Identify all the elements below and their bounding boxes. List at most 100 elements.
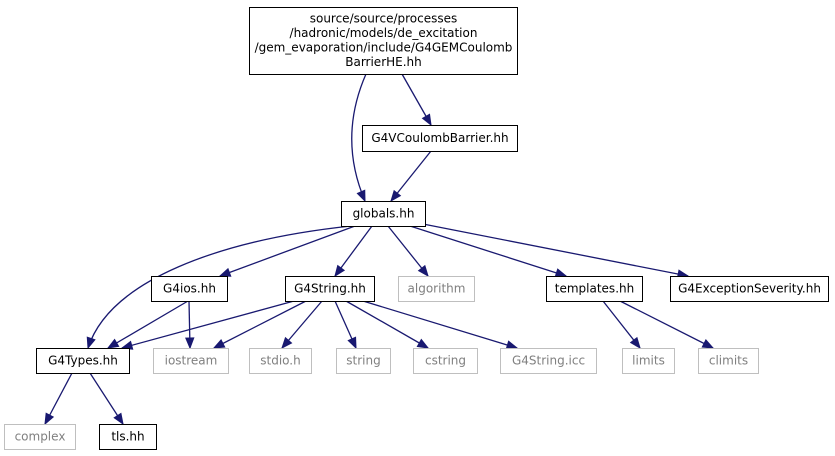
node-label: stdio.h bbox=[260, 353, 300, 367]
edge-line bbox=[422, 223, 689, 277]
node-label: cstring bbox=[425, 353, 466, 367]
node-box bbox=[336, 348, 391, 374]
node-box bbox=[4, 424, 76, 450]
node-box bbox=[398, 276, 475, 302]
arrowhead bbox=[390, 189, 402, 203]
node-label: iostream bbox=[165, 353, 218, 367]
edge-globals-to-algorithm bbox=[387, 225, 429, 278]
arrowhead bbox=[416, 338, 430, 349]
edge-globals-to-g4exception bbox=[422, 223, 690, 279]
node-box bbox=[341, 201, 426, 227]
edge-root-to-globals bbox=[351, 73, 367, 203]
edge-g4types-to-tls bbox=[89, 372, 124, 426]
arrowhead bbox=[86, 336, 96, 350]
node-label: G4String.icc bbox=[512, 353, 585, 367]
edge-line bbox=[351, 73, 367, 202]
node-box bbox=[151, 276, 228, 302]
arrowhead bbox=[212, 339, 226, 349]
edge-line bbox=[619, 300, 714, 349]
node-g4exception[interactable]: G4ExceptionSeverity.hh bbox=[670, 276, 829, 302]
arrowhead bbox=[218, 267, 232, 277]
edge-g4string-to-stdio bbox=[281, 300, 323, 350]
node-label: algorithm bbox=[408, 281, 466, 295]
node-templates[interactable]: templates.hh bbox=[546, 276, 643, 302]
node-root[interactable]: source/source/processes/hadronic/models/… bbox=[249, 7, 518, 75]
arrowhead bbox=[44, 412, 55, 426]
edge-line bbox=[345, 300, 429, 349]
arrowhead bbox=[356, 189, 366, 203]
edge-globals-to-g4string bbox=[334, 225, 373, 278]
edge-g4ios-to-g4types bbox=[106, 300, 189, 349]
edge-root-to-g4vcoulomb bbox=[401, 73, 432, 127]
node-label: templates.hh bbox=[555, 281, 634, 295]
node-box bbox=[99, 424, 157, 450]
edge-g4ios-to-iostream bbox=[185, 300, 195, 350]
arrowhead bbox=[629, 336, 641, 350]
node-globals[interactable]: globals.hh bbox=[341, 201, 426, 227]
node-algorithm: algorithm bbox=[398, 276, 475, 302]
node-label: G4String.hh bbox=[294, 281, 366, 295]
node-label: BarrierHE.hh bbox=[345, 55, 422, 69]
node-box bbox=[546, 276, 643, 302]
node-box bbox=[622, 348, 675, 374]
node-string: string bbox=[336, 348, 391, 374]
node-limits: limits bbox=[622, 348, 675, 374]
node-g4ios[interactable]: G4ios.hh bbox=[151, 276, 228, 302]
node-tls[interactable]: tls.hh bbox=[99, 424, 157, 450]
node-label: G4ExceptionSeverity.hh bbox=[678, 281, 821, 295]
node-g4types[interactable]: G4Types.hh bbox=[36, 348, 130, 374]
node-label: complex bbox=[15, 429, 66, 443]
node-label: G4Types.hh bbox=[48, 353, 118, 367]
arrowhead bbox=[421, 113, 432, 127]
node-box bbox=[670, 276, 829, 302]
node-label: /hadronic/models/de_excitation bbox=[290, 26, 478, 40]
node-label: G4VCoulombBarrier.hh bbox=[371, 131, 508, 145]
edge-line bbox=[107, 300, 189, 349]
node-g4stringicc: G4String.icc bbox=[500, 348, 597, 374]
node-box bbox=[36, 348, 130, 374]
arrowhead bbox=[505, 340, 519, 350]
edge-g4string-to-iostream bbox=[212, 300, 307, 349]
node-g4string[interactable]: G4String.hh bbox=[285, 276, 375, 302]
node-box bbox=[698, 348, 759, 374]
node-label: globals.hh bbox=[353, 206, 415, 220]
node-label: tls.hh bbox=[111, 429, 144, 443]
edges-layer bbox=[44, 73, 715, 426]
edge-line bbox=[362, 300, 518, 349]
arrowhead bbox=[113, 412, 124, 426]
node-box bbox=[249, 348, 312, 374]
edge-globals-to-g4ios bbox=[218, 225, 356, 277]
edge-line bbox=[409, 225, 567, 277]
edge-globals-to-templates bbox=[409, 225, 568, 278]
arrowhead bbox=[417, 264, 429, 278]
arrowhead bbox=[334, 264, 346, 278]
node-label: string bbox=[346, 353, 380, 367]
edge-templates-to-climits bbox=[619, 300, 715, 349]
node-box bbox=[500, 348, 597, 374]
node-label: source/source/processes bbox=[310, 12, 458, 26]
edge-g4vcoulomb-to-globals bbox=[390, 150, 432, 203]
node-label: G4ios.hh bbox=[163, 281, 216, 295]
node-box bbox=[285, 276, 375, 302]
edge-g4string-to-g4stringicc bbox=[362, 300, 519, 350]
node-box bbox=[362, 125, 518, 152]
edge-line bbox=[213, 300, 307, 349]
node-iostream: iostream bbox=[153, 348, 229, 374]
edge-g4string-to-string bbox=[334, 300, 357, 350]
edge-line bbox=[390, 150, 432, 202]
arrowhead bbox=[281, 336, 293, 350]
arrowhead bbox=[106, 338, 120, 349]
node-g4vcoulomb[interactable]: G4VCoulombBarrier.hh bbox=[362, 125, 518, 152]
node-box bbox=[153, 348, 229, 374]
node-box bbox=[413, 348, 478, 374]
edge-templates-to-limits bbox=[602, 300, 641, 350]
edge-g4types-to-complex bbox=[44, 372, 73, 426]
node-complex: complex bbox=[4, 424, 76, 450]
edge-line bbox=[87, 225, 352, 349]
edge-line bbox=[121, 300, 295, 349]
node-label: limits bbox=[632, 353, 665, 367]
node-cstring: cstring bbox=[413, 348, 478, 374]
arrowhead bbox=[185, 337, 195, 350]
node-box bbox=[249, 7, 518, 75]
node-label: /gem_evaporation/include/G4GEMCoulomb bbox=[255, 41, 513, 55]
